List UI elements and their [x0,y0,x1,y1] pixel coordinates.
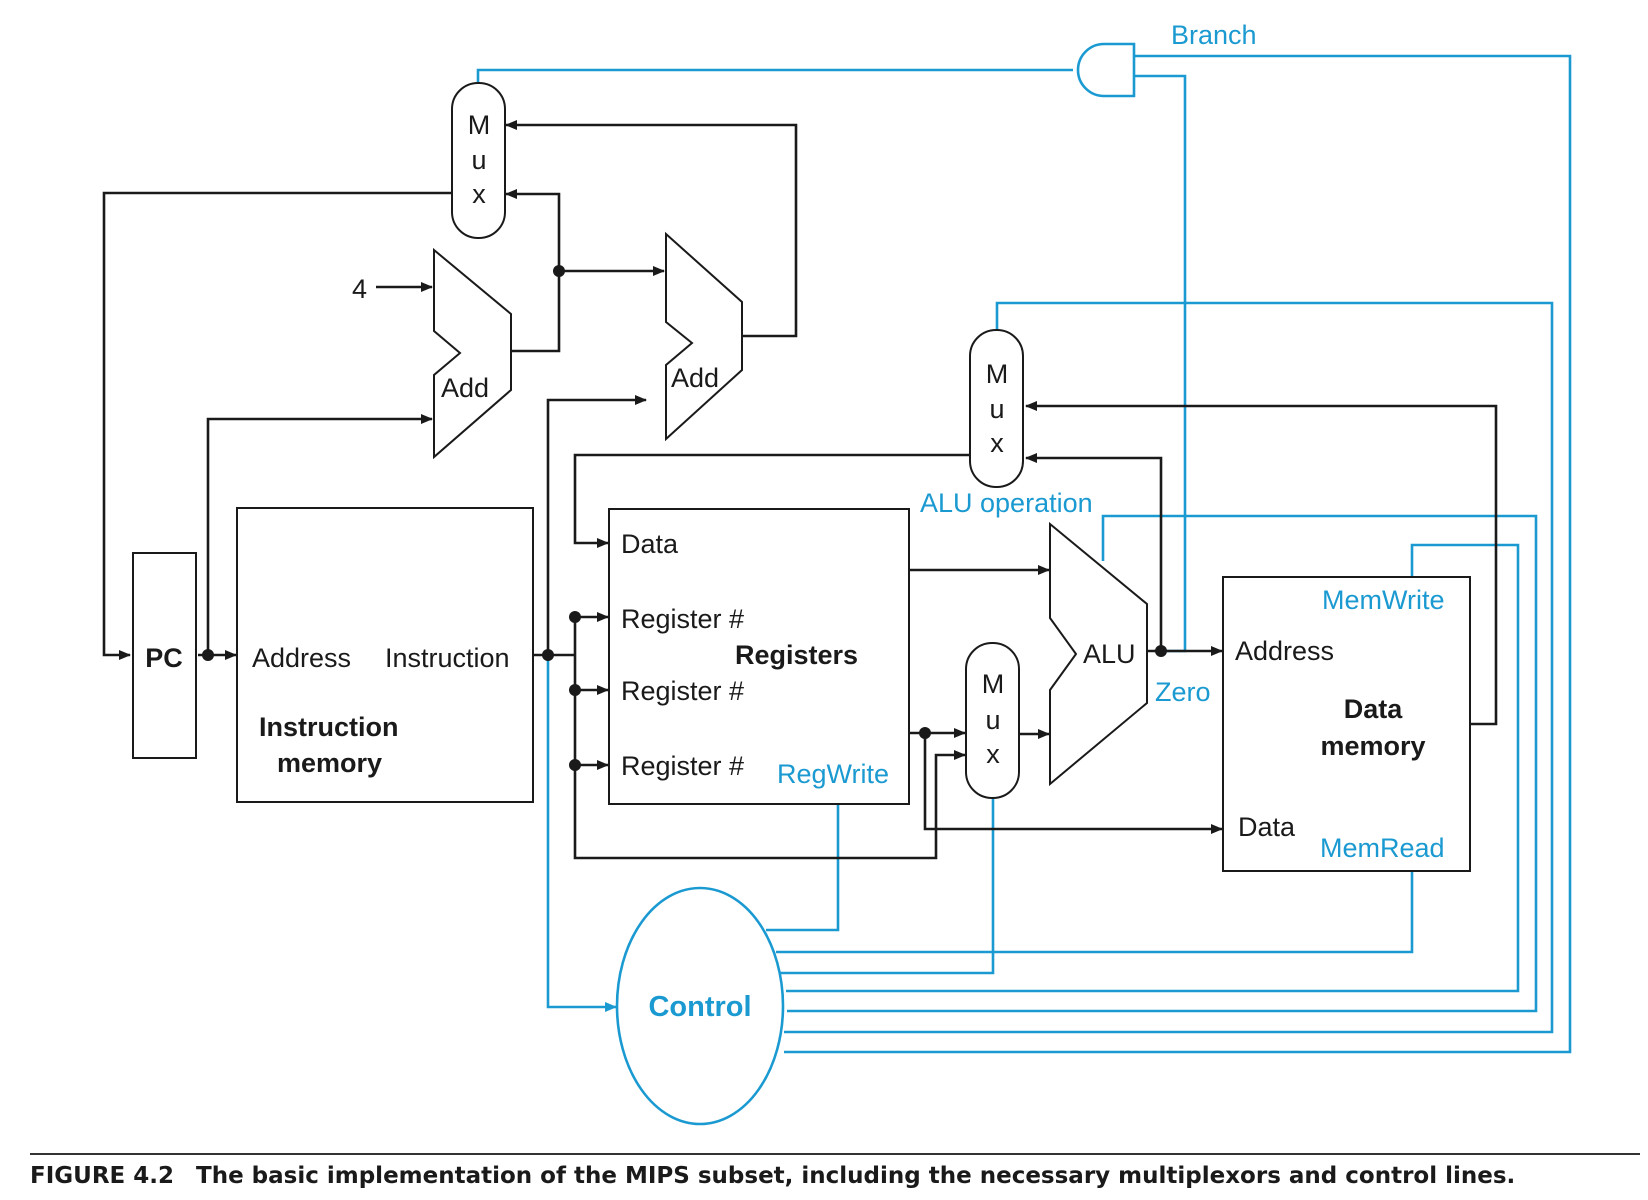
add1-out-line [505,189,561,353]
registers-title: Registers [735,640,858,670]
dmem-data-label: Data [1238,812,1296,842]
mux-low-letter: x [986,739,1000,769]
dmem-title: Data [1344,694,1404,724]
imem-title: memory [277,748,382,778]
instruction-to-control-line [546,655,617,1012]
register-file: Data Register # Register # Register # Re… [608,508,910,805]
imem-title: Instruction [259,712,399,742]
branch-select-line [476,68,1073,83]
memwrite-label: MemWrite [1322,585,1445,615]
immediate-line [573,750,966,860]
pc-source-mux: M u x [451,82,506,239]
caption-rule [30,1153,1640,1155]
control-label: Control [648,991,751,1023]
pc-to-add1-line [206,414,433,655]
zero-label: Zero [1155,677,1211,707]
data-lines [102,120,1498,860]
dmem-address-label: Address [1235,636,1334,666]
junction-dot [569,611,581,623]
junction-dot [542,649,554,661]
figure-number: FIGURE 4.2 [30,1163,174,1189]
writeback-line [573,453,969,548]
alusrc-line [780,798,995,975]
junction-dot [553,265,565,277]
mux-low-letter: M [982,669,1005,699]
branch-and-gate [1076,42,1136,98]
constant-four: 4 [352,274,367,304]
imem-instruction-label: Instruction [385,643,510,673]
junction-dots [202,265,1167,771]
mux-top-letter: u [471,145,486,175]
memwrite-line [786,543,1520,993]
branch-adder: Add [665,231,743,442]
junction-dot [919,727,931,739]
mux-top-letter: M [468,110,491,140]
data-memory: Address Data Data memory [1222,576,1471,872]
control-unit[interactable]: Control [615,886,785,1126]
pc-register: PC [132,552,197,759]
mem-read-data-line [1025,401,1498,726]
regwrite-label: RegWrite [777,759,889,789]
instruction-memory: Address Instruction Instruction memory [236,507,534,803]
alu-label: ALU [1083,639,1136,669]
reg-read1-label: Register # [621,604,744,634]
reg-read2-label: Register # [621,676,744,706]
add1-label: Add [441,373,489,403]
dmem-title: memory [1320,731,1425,761]
memtoreg-mux: M u x [969,329,1024,488]
alu-operation-label: ALU operation [920,488,1093,518]
memtoreg-line [784,301,1554,1034]
figure-caption: FIGURE 4.2 The basic implementation of th… [30,1163,1640,1189]
alusrc-mux: M u x [965,642,1020,799]
reg-write-label: Register # [621,751,744,781]
datapath-diagram: M u x Add Add 4 PC Address Instruction I… [102,20,1572,1126]
pc-label: PC [145,643,183,673]
offset-to-add2-line [546,395,647,655]
alu-operation-line [787,514,1538,1013]
mux-mid-letter: M [986,359,1009,389]
junction-dot [569,759,581,771]
mux-mid-letter: x [990,428,1004,458]
imem-address-label: Address [252,643,351,673]
memread-line [776,872,1414,954]
junction-dot [569,684,581,696]
branch-label: Branch [1171,20,1257,50]
alu-result-to-mux-line [1025,453,1163,651]
regwrite-line [766,802,840,932]
read-data2-to-dmem-line [923,733,1223,834]
branch-control-line [784,54,1572,1054]
junction-dot [202,649,214,661]
caption-text: The basic implementation of the MIPS sub… [196,1163,1516,1189]
alu: ALU [1049,521,1148,787]
pc-adder: Add [433,247,512,460]
reg-data-label: Data [621,529,679,559]
add2-out-line [505,120,798,338]
junction-dot [1155,645,1167,657]
add2-label: Add [671,363,719,393]
next-pc-line [102,191,452,660]
mux-low-letter: u [985,705,1000,735]
memread-label: MemRead [1320,833,1445,863]
mux-mid-letter: u [989,394,1004,424]
mux-top-letter: x [472,179,486,209]
